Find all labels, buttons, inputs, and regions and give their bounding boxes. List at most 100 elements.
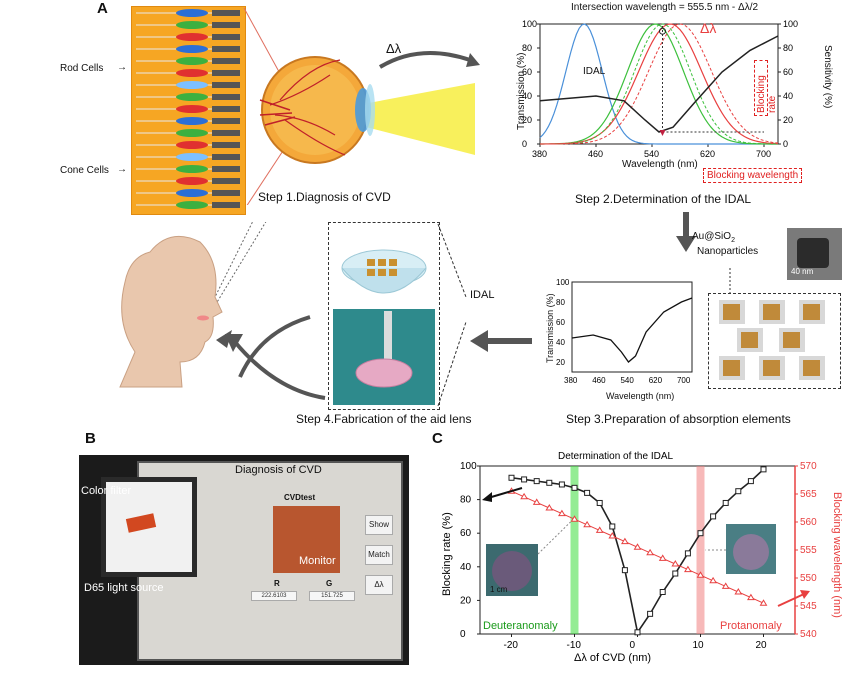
gold-core xyxy=(803,360,820,376)
delta-lambda-label: Δλ xyxy=(386,41,402,56)
step2-caption: Step 2.Determination of the IDAL xyxy=(575,192,752,206)
abs-x-tick-label: 380 xyxy=(564,376,578,385)
data-point-triangle xyxy=(608,532,617,539)
data-point-square xyxy=(697,530,704,537)
abs-y-tick-label: 20 xyxy=(556,358,565,367)
r-value-field[interactable]: 222.6103 xyxy=(251,591,297,601)
cone-arrow-icon: → xyxy=(117,164,127,175)
shifted-green-curve xyxy=(539,23,779,145)
data-point-square xyxy=(596,499,603,506)
g-label: G xyxy=(326,579,333,588)
data-point-square xyxy=(760,466,767,473)
retina-cell xyxy=(176,117,208,125)
retina-axon xyxy=(212,190,240,196)
retina-cell xyxy=(176,33,208,41)
delta-lambda-button[interactable]: Δλ xyxy=(365,575,393,595)
step1-caption: Step 1.Diagnosis of CVD xyxy=(258,190,391,204)
retina-cell xyxy=(176,81,208,89)
tem-scale-label: 40 nm xyxy=(791,267,814,276)
lens-disc xyxy=(492,551,532,591)
series-line xyxy=(511,468,765,635)
retina-cell xyxy=(176,177,208,185)
data-point-triangle xyxy=(558,509,566,517)
retina-axon xyxy=(212,154,240,160)
abs-y-tick-label: 80 xyxy=(556,298,565,307)
rod-cells-label: Rod Cells xyxy=(60,63,104,74)
retina-axon xyxy=(212,202,240,208)
left-axis-arrowhead xyxy=(482,492,492,502)
retina-cells-svg xyxy=(136,9,240,209)
data-point-triangle xyxy=(696,571,705,578)
data-point-triangle xyxy=(532,498,541,505)
panel-b-letter: B xyxy=(85,430,96,447)
x-tick-label: 10 xyxy=(693,640,705,651)
y-axis-label: Blocking rate (%) xyxy=(441,512,453,596)
data-point-square xyxy=(584,489,591,496)
gold-core xyxy=(783,332,800,348)
cone-cells-label: Cone Cells xyxy=(60,165,109,176)
g-value-field[interactable]: 151.725 xyxy=(309,591,355,601)
nanoparticle-array-box xyxy=(708,293,841,389)
x-tick-label: 20 xyxy=(756,640,768,651)
retina-cell xyxy=(176,45,208,53)
y2-tick-label: 560 xyxy=(800,517,817,528)
color-filter-label: Color filter xyxy=(81,485,132,497)
show-button[interactable]: Show xyxy=(365,515,393,535)
retina-cell xyxy=(176,189,208,197)
match-button[interactable]: Match xyxy=(365,545,393,565)
data-point-triangle xyxy=(684,565,692,573)
x-tick-label: 0 xyxy=(630,640,636,651)
right-axis-arrowhead xyxy=(800,590,810,599)
spectrum-ylabel-left: Transmission (%) xyxy=(516,52,527,130)
tem-image: 40 nm xyxy=(787,228,842,280)
data-point-triangle xyxy=(658,554,667,561)
intersection-label: Intersection wavelength = 555.5 nm - Δλ/… xyxy=(571,2,759,13)
lens-fabrication-box xyxy=(328,222,440,410)
retina-cells-illustration xyxy=(131,6,246,215)
spectrum-x-tick-label: 380 xyxy=(532,149,547,159)
shifted-red-curve xyxy=(539,23,779,145)
y2-tick-label: 545 xyxy=(800,601,817,612)
data-point-triangle xyxy=(595,526,604,533)
right-axis-arrow xyxy=(777,593,805,607)
down-arrow-icon xyxy=(676,212,696,252)
data-point-square xyxy=(647,610,654,617)
data-point-triangle xyxy=(747,593,755,601)
data-point-triangle xyxy=(520,492,528,500)
y-tick-label: 20 xyxy=(460,595,472,606)
data-point-square xyxy=(621,567,628,574)
data-point-square xyxy=(747,478,754,485)
data-point-triangle xyxy=(633,543,642,550)
y-tick-label: 100 xyxy=(460,461,477,472)
retina-axon xyxy=(212,142,240,148)
data-point-square xyxy=(558,481,565,488)
cube-array-svg xyxy=(719,300,825,380)
retina-axon xyxy=(212,178,240,184)
scale-label: 1 cm xyxy=(490,585,508,594)
spectrum-y2-tick-label: 100 xyxy=(783,19,798,29)
abs-frame xyxy=(571,281,693,373)
abs-y-tick-label: 60 xyxy=(556,318,565,327)
data-point-triangle xyxy=(721,582,730,589)
retina-axon xyxy=(212,82,240,88)
y-tick-label: 0 xyxy=(460,629,466,640)
spectrum-y2-tick-label: 0 xyxy=(783,139,788,149)
data-point-square xyxy=(684,550,691,557)
left-axis-arrow xyxy=(487,487,523,499)
light-source-label: D65 light source xyxy=(84,582,164,594)
y2-tick-label: 550 xyxy=(800,573,817,584)
retina-cell xyxy=(176,105,208,113)
absorption-xlabel: Wavelength (nm) xyxy=(606,391,675,401)
blocking-wavelength-label: Blocking wavelength xyxy=(703,168,803,183)
abs-x-tick-label: 620 xyxy=(649,376,663,385)
blocking-rate-label: Blocking rate xyxy=(754,60,778,116)
y-tick-label: 80 xyxy=(460,495,472,506)
chart-title: Determination of the IDAL xyxy=(558,451,673,462)
lens-disc-2 xyxy=(733,534,769,570)
data-point-triangle xyxy=(570,515,579,522)
retina-axon xyxy=(212,70,240,76)
inset-connector xyxy=(537,521,571,555)
r-label: R xyxy=(274,579,280,588)
data-point-triangle xyxy=(671,560,680,567)
